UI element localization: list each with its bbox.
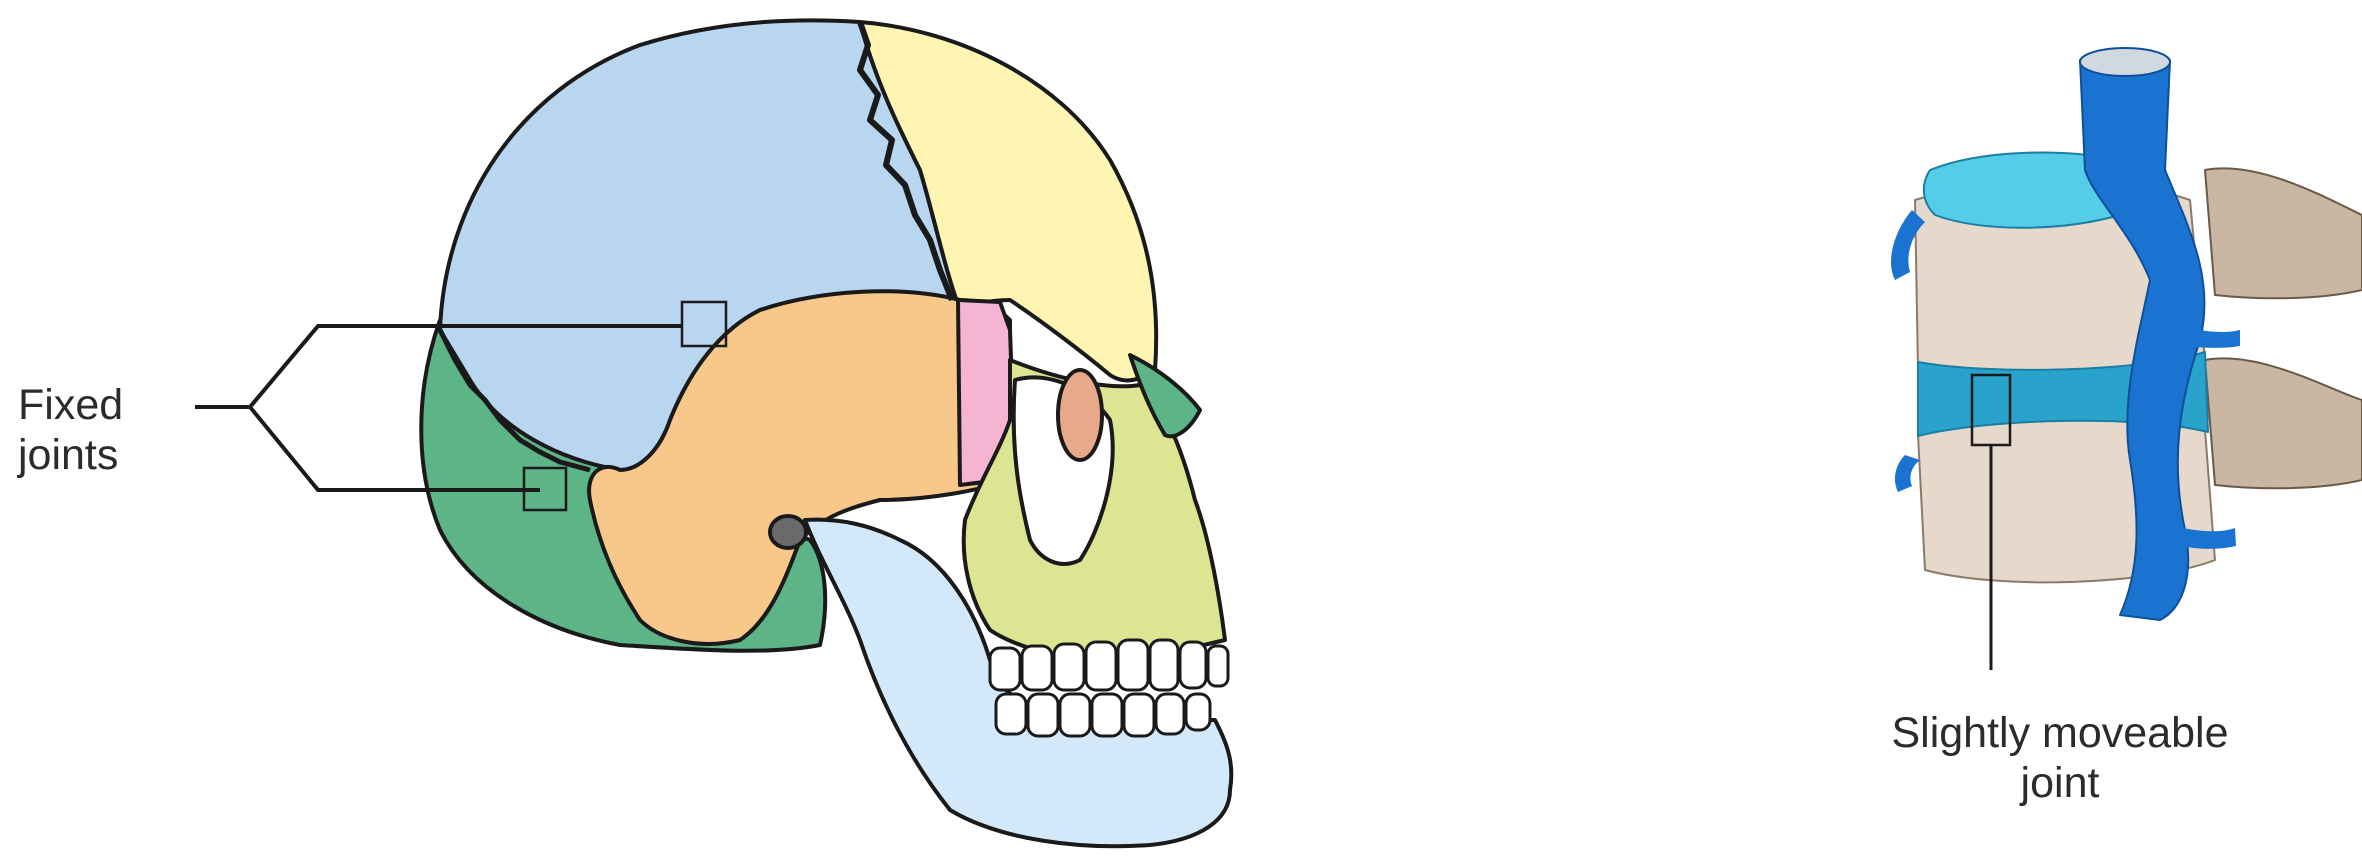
upper-teeth: [990, 640, 1228, 690]
zygomatic-bone: [1058, 370, 1102, 460]
ear-canal: [770, 516, 806, 548]
skull-illustration: [421, 20, 1231, 846]
slightly-moveable-label-line2: joint: [1780, 758, 2340, 808]
slightly-moveable-label-line1: Slightly moveable: [1780, 708, 2340, 758]
vertebrae-illustration: [1891, 48, 2362, 620]
slightly-moveable-joint-label: Slightly moveable joint: [1780, 708, 2340, 808]
fixed-joints-label: Fixed joints: [18, 380, 188, 480]
lower-teeth: [996, 694, 1210, 736]
spinous-process-upper: [2205, 168, 2362, 298]
nerve-root-lower-left: [1895, 455, 1920, 492]
spinal-cord-top: [2080, 48, 2170, 76]
spinous-process-lower: [2205, 358, 2362, 488]
fixed-joints-label-line1: Fixed: [18, 380, 188, 430]
fixed-joints-label-line2: joints: [18, 430, 188, 480]
